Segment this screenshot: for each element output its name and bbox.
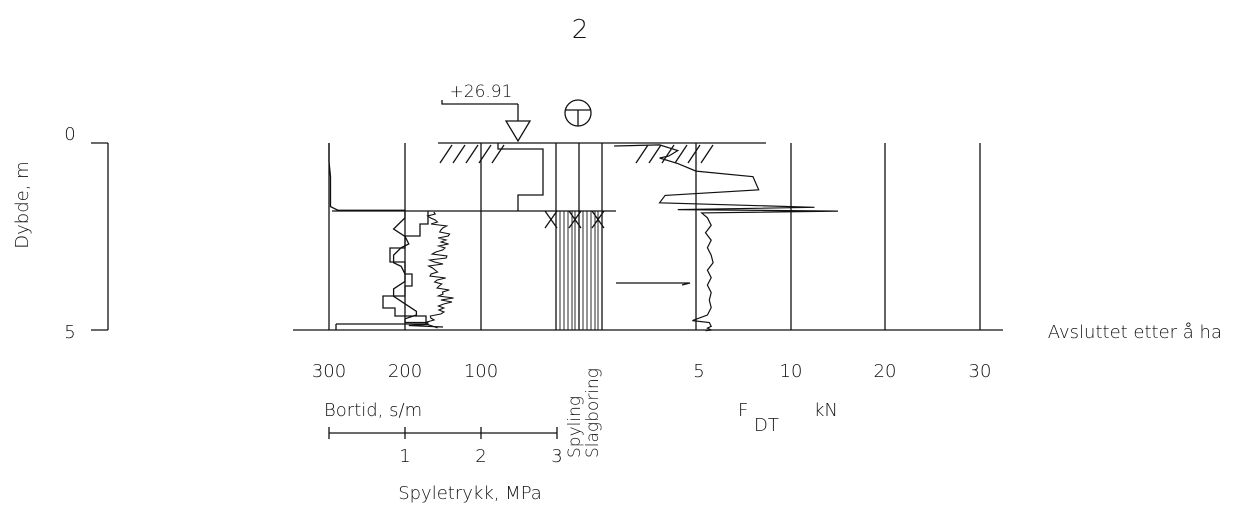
rock-crosses (544, 210, 605, 229)
force-tick-5: 5 (693, 361, 704, 382)
force-axis-label-main: F (738, 400, 748, 421)
method-label-slagboring: Slagboring (583, 368, 603, 458)
spyletrykk-tick-2: 2 (475, 446, 486, 467)
end-note: Avsluttet etter å ha (1048, 322, 1222, 343)
bortid-axis-label: Bortid, s/m (324, 400, 422, 421)
force-line (614, 144, 839, 332)
ground-hatching (439, 144, 714, 164)
spyletrykk-tick-1: 1 (399, 446, 410, 467)
bortid-step-line (336, 211, 429, 325)
spyletrykk-line-lower (425, 211, 454, 329)
force-tick-20: 20 (874, 361, 897, 382)
bortid-tick-200: 200 (388, 361, 422, 382)
spyletrykk-axis-label: Spyletrykk, MPa (398, 483, 542, 504)
diagram-title: 2 (572, 15, 589, 45)
depth-tick-label-5: 5 (64, 322, 75, 343)
elevation-leader (441, 100, 518, 105)
bortid-tick-100: 100 (464, 361, 498, 382)
spyletrykk-line-upper (497, 143, 544, 211)
spyletrykk-tick-3: 3 (551, 446, 562, 467)
force-tick-30: 30 (969, 361, 992, 382)
elevation-triangle (504, 120, 532, 143)
force-spike (616, 282, 691, 286)
depth-axis-label: Dybde, m (12, 161, 33, 248)
slagboring-hatching (559, 211, 599, 330)
force-axis-unit: kN (814, 400, 838, 421)
method-label-spyling: Spyling (565, 396, 585, 458)
bortid-line (328, 143, 444, 328)
elevation-label: +26.91 (450, 82, 513, 102)
force-axis-label-sub: DT (754, 415, 779, 436)
bortid-tick-300: 300 (312, 361, 346, 382)
depth-tick-label-0: 0 (64, 124, 75, 145)
force-tick-10: 10 (780, 361, 803, 382)
